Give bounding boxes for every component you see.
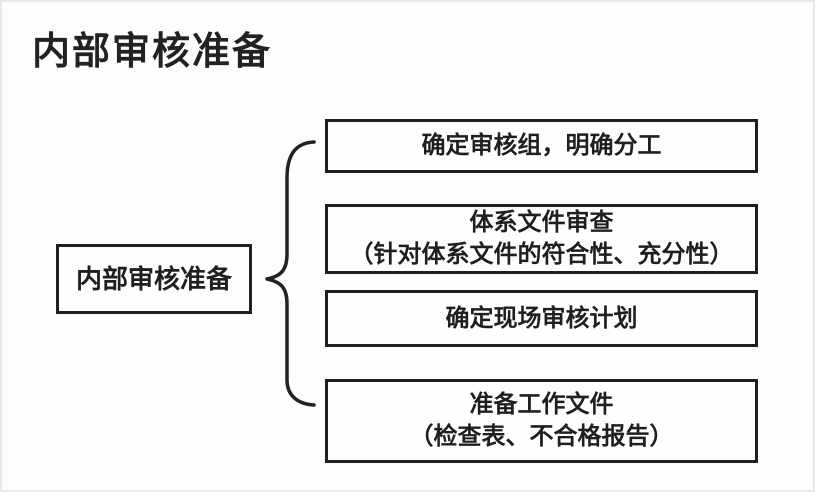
branch-node-box: 准备工作文件 （检查表、不合格报告） <box>325 379 758 463</box>
branch-node-box: 体系文件审查 （针对体系文件的符合性、充分性） <box>325 204 758 274</box>
branch-node-box: 确定审核组，明确分工 <box>325 119 758 173</box>
branch-node-label: 准备工作文件 <box>469 391 614 419</box>
branch-node-sublabel: （检查表、不合格报告） <box>409 423 674 450</box>
branch-node-label: 确定现场审核计划 <box>445 304 638 332</box>
curly-brace-connector <box>265 140 316 407</box>
page-title: 内部审核准备 <box>32 31 273 73</box>
branch-node-sublabel: （针对体系文件的符合性、充分性） <box>349 241 734 268</box>
branch-node-box: 确定现场审核计划 <box>325 290 758 347</box>
branch-node-label: 确定审核组，明确分工 <box>421 132 662 160</box>
branch-node-label: 体系文件审查 <box>469 209 614 237</box>
root-node-box: 内部审核准备 <box>56 244 252 314</box>
root-node-label: 内部审核准备 <box>75 263 232 294</box>
